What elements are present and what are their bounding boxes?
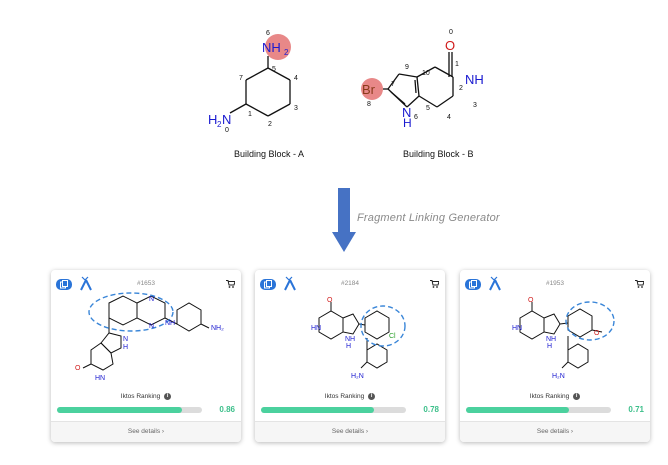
ranking-bar-fill — [261, 407, 375, 413]
cart-icon[interactable] — [226, 280, 235, 288]
svg-text:N: N — [402, 105, 411, 120]
svg-text:O: O — [445, 38, 455, 53]
svg-text:NH₂: NH₂ — [211, 325, 224, 332]
svg-text:HN: HN — [512, 325, 522, 332]
svg-text:3: 3 — [473, 102, 477, 109]
svg-text:NH: NH — [345, 336, 355, 343]
copy-button[interactable] — [260, 279, 276, 290]
svg-text:0: 0 — [449, 29, 453, 36]
svg-text:5: 5 — [426, 105, 430, 112]
see-details-link[interactable]: See details › — [51, 421, 241, 442]
iktos-logo-icon[interactable] — [283, 275, 297, 291]
svg-text:HN: HN — [95, 375, 105, 382]
compound-id: #1953 — [545, 280, 565, 287]
compound-id: #1653 — [136, 280, 156, 287]
ranking-score: 0.78 — [423, 405, 439, 414]
ranking-bar-fill — [57, 407, 182, 413]
svg-text:2: 2 — [217, 120, 222, 129]
molecule-structure-2: O HN NH H Cl H₂N — [311, 297, 406, 380]
cart-icon[interactable] — [430, 280, 439, 288]
ranking-bar-fill — [466, 407, 569, 413]
see-details-link[interactable]: See details › — [255, 421, 445, 442]
ranking-bar — [57, 407, 202, 413]
svg-text:2: 2 — [284, 48, 289, 57]
svg-text:9: 9 — [405, 64, 409, 71]
generator-label: Fragment Linking Generator — [357, 212, 500, 224]
svg-text:N: N — [149, 323, 154, 330]
ranking-bar — [261, 407, 406, 413]
svg-text:H: H — [123, 344, 128, 351]
svg-text:1: 1 — [248, 111, 252, 118]
svg-text:H: H — [403, 116, 412, 130]
info-icon[interactable]: i — [573, 393, 581, 400]
svg-text:7: 7 — [391, 81, 395, 88]
svg-text:1: 1 — [455, 61, 459, 68]
ranking-bar — [466, 407, 611, 413]
svg-text:10: 10 — [422, 70, 430, 77]
svg-text:HN: HN — [311, 325, 321, 332]
svg-text:8: 8 — [367, 101, 371, 108]
svg-text:Cl: Cl — [389, 333, 396, 340]
svg-text:H: H — [547, 343, 552, 350]
ranking-score: 0.86 — [219, 405, 235, 414]
svg-text:N: N — [123, 336, 128, 343]
svg-text:H₂N: H₂N — [351, 373, 364, 380]
svg-text:4: 4 — [447, 114, 451, 121]
svg-text:O: O — [594, 330, 600, 337]
svg-text:5: 5 — [272, 66, 276, 73]
building-block-b-label: Building Block - B — [403, 149, 474, 159]
ranking-score: 0.71 — [628, 405, 644, 414]
svg-text:2: 2 — [459, 85, 463, 92]
iktos-logo-icon[interactable] — [79, 275, 93, 291]
svg-text:6: 6 — [414, 114, 418, 121]
svg-text:H: H — [208, 112, 217, 127]
svg-text:2: 2 — [268, 121, 272, 128]
svg-text:6: 6 — [266, 30, 270, 37]
building-block-a-structure: NH 2 H 2 N 6 5 4 3 2 1 7 0 — [208, 30, 298, 134]
svg-text:Br: Br — [362, 82, 376, 97]
see-details-link[interactable]: See details › — [460, 421, 650, 442]
info-icon[interactable]: i — [164, 393, 172, 400]
svg-text:O: O — [75, 365, 81, 372]
svg-text:NH: NH — [165, 320, 175, 327]
cart-icon[interactable] — [635, 280, 644, 288]
down-arrow-icon — [332, 188, 356, 252]
svg-text:3: 3 — [294, 105, 298, 112]
svg-text:O: O — [528, 297, 534, 304]
svg-text:4: 4 — [294, 75, 298, 82]
svg-text:0: 0 — [225, 127, 229, 134]
amine-top-label: NH — [262, 40, 281, 55]
building-block-b-structure: O 0 Br 8 NH N H 6 1 2 3 4 5 7 9 10 — [361, 29, 484, 130]
svg-text:N: N — [149, 296, 154, 303]
iktos-logo-icon[interactable] — [488, 275, 502, 291]
info-icon[interactable]: i — [368, 393, 376, 400]
svg-text:H: H — [346, 343, 351, 350]
svg-text:H₂N: H₂N — [552, 373, 565, 380]
svg-text:7: 7 — [239, 75, 243, 82]
svg-text:NH: NH — [465, 72, 484, 87]
copy-button[interactable] — [56, 279, 72, 290]
copy-icon — [469, 280, 477, 289]
copy-button[interactable] — [465, 279, 481, 290]
building-block-a-label: Building Block - A — [234, 149, 305, 159]
result-card-1[interactable]: #1653 N N NH N H NH₂ O HN Ikto — [51, 270, 241, 442]
compound-id: #2184 — [340, 280, 360, 287]
svg-text:N: N — [222, 112, 231, 127]
molecule-structure-1: N N NH N H NH₂ O HN — [75, 292, 224, 382]
copy-icon — [264, 280, 272, 289]
molecule-structure-3: O HN NH H O H₂N — [512, 297, 615, 380]
copy-icon — [60, 280, 68, 289]
svg-text:NH: NH — [546, 336, 556, 343]
svg-text:O: O — [327, 297, 333, 304]
